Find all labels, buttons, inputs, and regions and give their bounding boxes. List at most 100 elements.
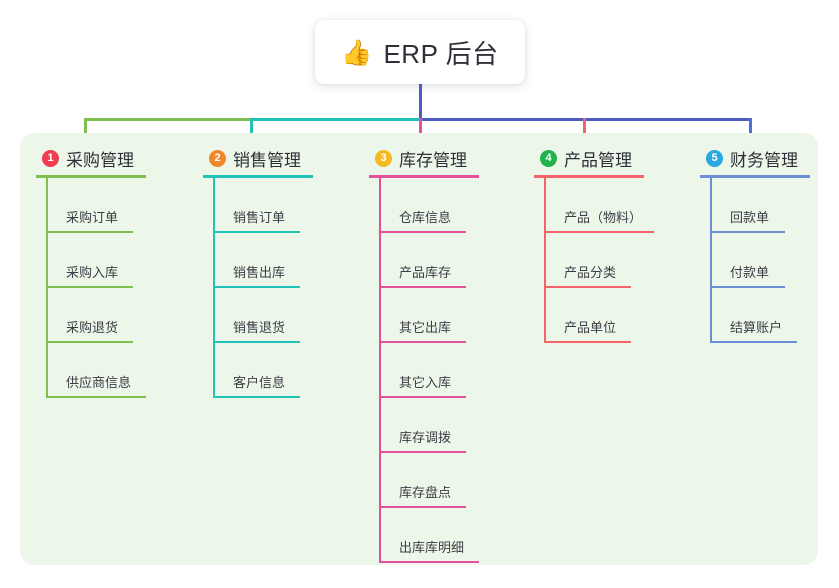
branch-item[interactable]: 库存盘点 — [379, 453, 479, 508]
branch-item-label: 销售退货 — [233, 320, 286, 335]
branch-item-rule — [544, 231, 654, 233]
thumbs-up-icon: 👍 — [341, 37, 373, 67]
branch-title: 采购管理 — [66, 150, 134, 170]
branch-spine — [379, 178, 381, 563]
branch-item-label: 销售出库 — [233, 265, 286, 280]
branch-item[interactable]: 销售出库 — [213, 233, 313, 288]
bus-segment-1 — [84, 118, 253, 121]
bus-segment-3 — [419, 118, 586, 121]
branch-item[interactable]: 客户信息 — [213, 343, 313, 398]
branch-item[interactable]: 销售退货 — [213, 288, 313, 343]
branch-items: 回款单付款单结算账户 — [710, 178, 810, 343]
branch-item[interactable]: 销售订单 — [213, 178, 313, 233]
branch-item-label: 其它出库 — [399, 320, 452, 335]
branch-item-label: 其它入库 — [399, 375, 452, 390]
branch-item[interactable]: 产品单位 — [544, 288, 644, 343]
branch-item-rule — [379, 561, 479, 563]
branch-item-rule — [710, 231, 785, 233]
branch-index-badge: 5 — [706, 149, 723, 167]
branch-item-label: 供应商信息 — [66, 375, 132, 390]
root-title: ERP 后台 — [383, 38, 499, 69]
branch-item-rule — [544, 286, 631, 288]
branch-item-label: 客户信息 — [233, 375, 286, 390]
branch-item[interactable]: 仓库信息 — [379, 178, 479, 233]
branch-header-4[interactable]: 4 产品管理 — [534, 145, 644, 171]
branch-header-rule — [203, 175, 313, 178]
branch-spine — [46, 178, 48, 398]
branch-title: 销售管理 — [233, 150, 301, 170]
branch-item-label: 出库库明细 — [399, 540, 465, 555]
root-trunk-connector — [419, 84, 422, 120]
branch-item[interactable]: 付款单 — [710, 233, 810, 288]
branch-items: 产品（物料） 产品分类产品单位 — [544, 178, 654, 343]
branch-item-label: 采购入库 — [66, 265, 119, 280]
branch-item-label: 产品（物料） — [564, 210, 643, 225]
branch-item-rule — [46, 286, 133, 288]
branch-item-label: 仓库信息 — [399, 210, 452, 225]
branch-item[interactable]: 出库库明细 — [379, 508, 479, 563]
branch-items: 采购订单采购入库采购退货供应商信息 — [46, 178, 146, 398]
branch-item-rule — [46, 231, 133, 233]
branch-header-rule — [700, 175, 810, 178]
branch-item[interactable]: 采购订单 — [46, 178, 146, 233]
branch-index-badge: 4 — [540, 149, 557, 167]
branch-item-rule — [379, 396, 466, 398]
branch-items: 仓库信息产品库存其它出库其它入库库存调拨库存盘点出库库明细 — [379, 178, 479, 563]
branch-item-rule — [544, 341, 631, 343]
bus-segment-4 — [583, 118, 752, 121]
branch-item[interactable]: 供应商信息 — [46, 343, 146, 398]
branch-item-rule — [379, 286, 466, 288]
branch-index-badge: 3 — [375, 149, 392, 167]
branch-title: 产品管理 — [564, 150, 632, 170]
branch-spine — [710, 178, 712, 343]
branch-item[interactable]: 回款单 — [710, 178, 810, 233]
branch-item-label: 采购退货 — [66, 320, 119, 335]
branch-item-rule — [46, 396, 146, 398]
branch-item-rule — [379, 231, 466, 233]
branch-column-5: 5 财务管理回款单付款单结算账户 — [700, 145, 810, 343]
branch-header-rule — [36, 175, 146, 178]
branch-item[interactable]: 采购入库 — [46, 233, 146, 288]
branch-column-4: 4 产品管理产品（物料） 产品分类产品单位 — [534, 145, 654, 343]
branch-item-rule — [379, 341, 466, 343]
branch-item-label: 采购订单 — [66, 210, 119, 225]
branch-title: 财务管理 — [730, 150, 798, 170]
branch-item-rule — [46, 341, 133, 343]
branch-item[interactable]: 产品库存 — [379, 233, 479, 288]
branch-header-5[interactable]: 5 财务管理 — [700, 145, 810, 171]
branch-column-3: 3 库存管理仓库信息产品库存其它出库其它入库库存调拨库存盘点出库库明细 — [369, 145, 479, 563]
branch-item-rule — [710, 286, 785, 288]
branch-item[interactable]: 结算账户 — [710, 288, 810, 343]
branches-panel — [20, 133, 818, 565]
branch-header-rule — [534, 175, 644, 178]
branch-item[interactable]: 其它出库 — [379, 288, 479, 343]
branch-item-label: 产品分类 — [564, 265, 617, 280]
branch-item-label: 回款单 — [730, 210, 770, 225]
branch-item[interactable]: 产品（物料） — [544, 178, 654, 233]
branch-spine — [213, 178, 215, 398]
branch-item-rule — [213, 341, 300, 343]
branch-item-label: 产品单位 — [564, 320, 617, 335]
branch-spine — [544, 178, 546, 343]
branch-items: 销售订单销售出库销售退货客户信息 — [213, 178, 313, 398]
branch-item-rule — [710, 341, 797, 343]
branch-item-label: 付款单 — [730, 265, 770, 280]
branch-item-rule — [213, 396, 300, 398]
branch-item[interactable]: 产品分类 — [544, 233, 644, 288]
branch-item-rule — [379, 506, 466, 508]
branch-item-label: 库存调拨 — [399, 430, 452, 445]
branch-item-label: 产品库存 — [399, 265, 452, 280]
branch-header-rule — [369, 175, 479, 178]
branch-item[interactable]: 其它入库 — [379, 343, 479, 398]
branch-item[interactable]: 库存调拨 — [379, 398, 479, 453]
branch-item-rule — [213, 231, 300, 233]
branch-header-3[interactable]: 3 库存管理 — [369, 145, 479, 171]
branch-item[interactable]: 采购退货 — [46, 288, 146, 343]
branch-title: 库存管理 — [399, 150, 467, 170]
root-node[interactable]: 👍 ERP 后台 — [315, 20, 525, 84]
